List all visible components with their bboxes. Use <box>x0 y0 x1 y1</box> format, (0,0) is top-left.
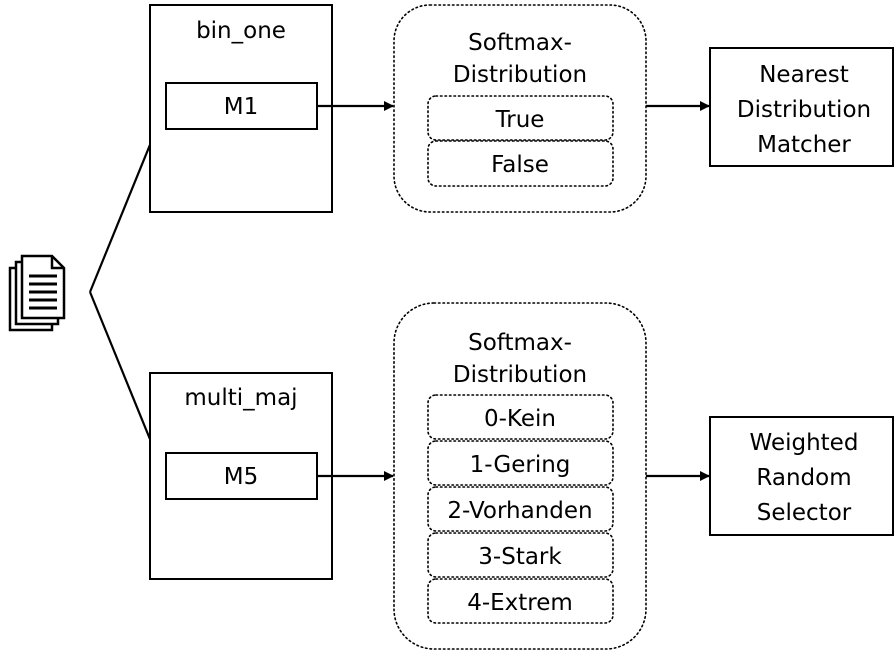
softmax-top-title-line1: Softmax- <box>468 30 572 56</box>
selector-label-line3: Selector <box>757 500 852 526</box>
class-box-4 <box>427 578 614 624</box>
class-box-0 <box>427 394 614 440</box>
class-label-0: 0-Kein <box>484 406 556 432</box>
softmax-top-title-line2: Distribution <box>453 62 587 88</box>
model-m1-box <box>165 82 318 130</box>
class-label-true: True <box>495 107 545 133</box>
class-box-false <box>427 140 614 187</box>
softmax-bottom-title-line2: Distribution <box>453 362 587 388</box>
class-box-3 <box>427 532 614 578</box>
multi-maj-label: multi_maj <box>184 385 297 411</box>
class-label-3: 3-Stark <box>478 544 562 570</box>
model-m5-box <box>165 452 318 500</box>
bin-one-label: bin_one <box>196 18 286 44</box>
softmax-bottom-title-line1: Softmax- <box>468 330 572 356</box>
top-pipeline: bin_one M1 Softmax- Distribution True Fa… <box>149 4 894 213</box>
class-label-1: 1-Gering <box>470 452 571 478</box>
class-box-true <box>427 95 614 141</box>
model-m5-label: M5 <box>224 464 258 490</box>
class-label-false: False <box>491 152 549 178</box>
class-box-1 <box>427 440 614 486</box>
nearest-distribution-matcher-box <box>709 47 894 167</box>
matcher-label-line2: Distribution <box>737 97 871 123</box>
matcher-label-line3: Matcher <box>757 132 851 158</box>
weighted-random-selector-box <box>709 416 894 536</box>
selector-label-line1: Weighted <box>750 430 859 456</box>
documents-stack-icon <box>8 254 66 332</box>
bottom-pipeline: multi_maj M5 Softmax- Distribution 0-Kei… <box>149 302 894 650</box>
class-label-4: 4-Extrem <box>467 590 573 616</box>
class-label-2: 2-Vorhanden <box>447 498 592 524</box>
selector-label-line2: Random <box>756 465 851 491</box>
matcher-label-line1: Nearest <box>759 62 849 88</box>
model-m1-label: M1 <box>224 94 258 120</box>
class-box-2 <box>427 486 614 532</box>
